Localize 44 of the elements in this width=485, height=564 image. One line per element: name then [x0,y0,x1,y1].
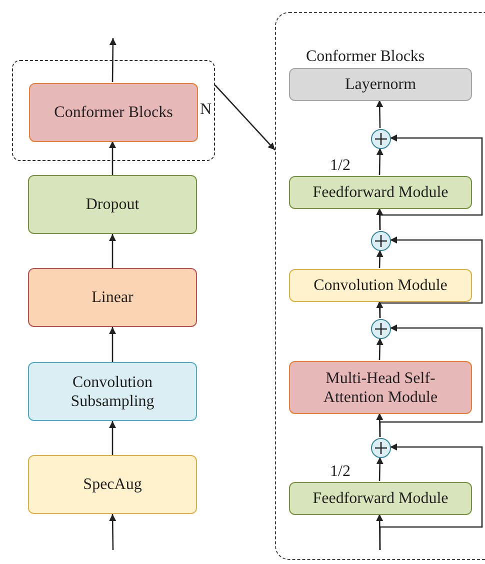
dashed-panel [275,12,485,560]
arrow [376,250,384,268]
module-label: Convolution Subsampling [70,372,156,410]
arrow [376,338,384,360]
adder-circle [371,129,391,149]
panel-title: Conformer Blocks [306,47,425,66]
adder-circle [371,438,391,458]
arrow [109,234,116,268]
arrow [109,514,116,550]
module-label: Layernorm [344,75,416,94]
module-box [289,269,472,302]
arrow [376,456,384,482]
arrow [109,421,116,455]
module-label: Feedforward Module [312,183,448,202]
adder-circle [371,231,391,251]
scale-factor: 1/2 [330,156,350,175]
arrow [376,148,384,176]
arrow [109,38,116,82]
module-label: Dropout [86,195,140,214]
scale-factor: 1/2 [330,462,350,481]
module-label: Linear [92,288,134,307]
arrow [379,134,483,230]
module-label: Multi-Head Self-Attention Module [322,368,439,406]
module-label: SpecAug [83,475,142,494]
arrow [379,324,483,437]
module-box [28,455,197,514]
module-label: Convolution Module [314,276,448,295]
arrow [379,236,483,318]
module-box [289,68,472,101]
module-box [29,83,198,142]
repeat-count: N [200,100,212,119]
module-label: Feedforward Module [312,489,448,508]
adder-circle [371,319,391,339]
module-box [28,175,197,234]
arrow [379,444,483,550]
dashed-group-box [12,60,215,161]
module-box [28,362,197,421]
arrow [109,141,116,175]
arrow [214,84,276,150]
arrow [376,100,384,128]
module-box [28,268,197,327]
module-label: Conformer Blocks [54,103,173,122]
module-box [289,361,472,414]
arrow [109,327,116,362]
